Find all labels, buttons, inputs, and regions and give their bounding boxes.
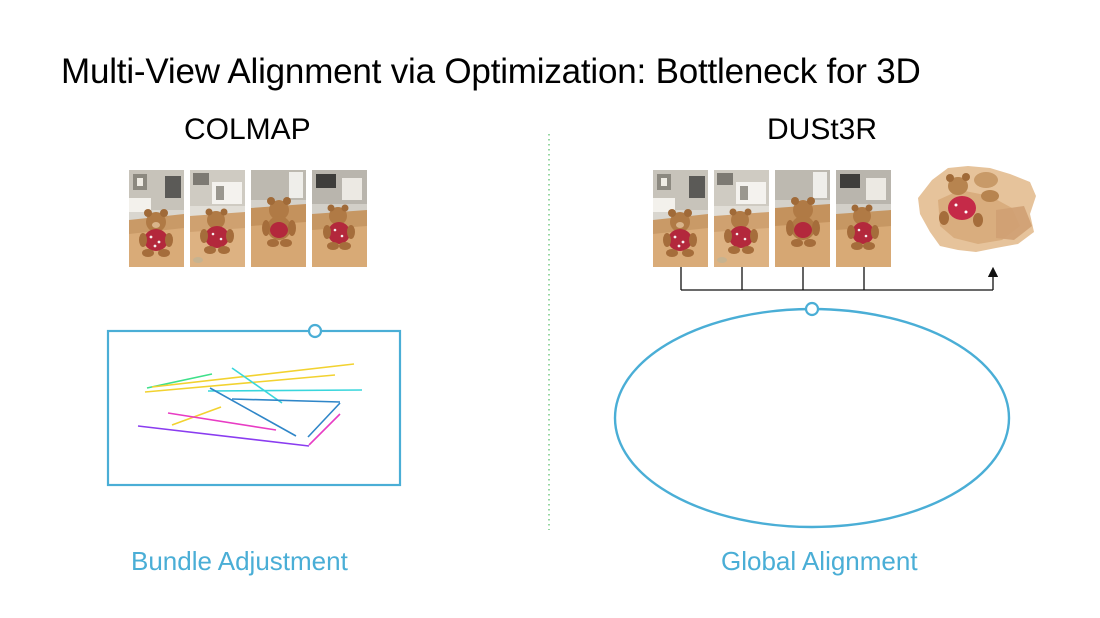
global-alignment-ellipse [613,307,1011,529]
bundle-adjustment-handle [307,323,323,339]
feature-line [231,367,283,404]
feature-line [137,425,310,447]
feature-line [209,387,297,437]
feature-line [167,412,277,431]
photo-bracket [680,266,999,291]
dust3r-title: DUSt3R [767,113,878,146]
bundle-adjustment-caption: Bundle Adjustment [131,546,348,576]
colmap-title: COLMAP [184,113,311,146]
point-cloud-render-icon [918,166,1036,252]
feature-line [307,402,341,438]
feature-lines [137,363,363,447]
global-alignment-caption: Global Alignment [721,546,918,576]
slide-title: Multi-View Alignment via Optimization: B… [61,52,921,91]
feature-line [308,413,341,446]
feature-line [207,389,363,392]
feature-line [171,406,222,426]
bundle-adjustment-box [106,329,402,487]
feature-line [151,363,355,388]
feature-line [231,398,341,403]
global-alignment-handle [804,301,820,317]
feature-line [144,374,336,393]
